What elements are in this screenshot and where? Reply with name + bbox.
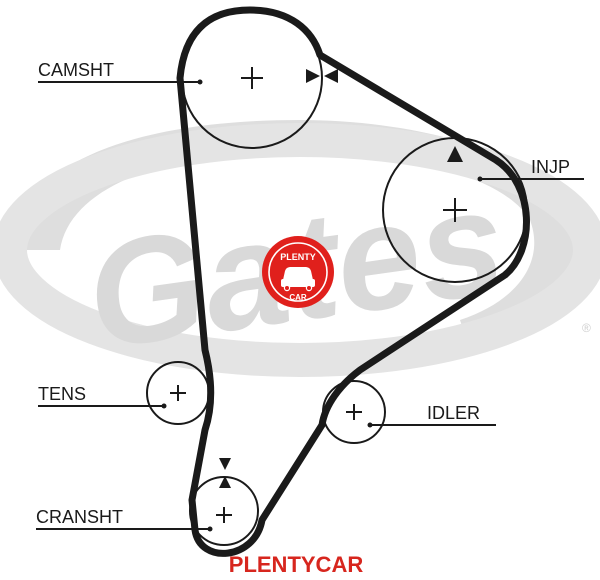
crank-timing-mark-top: [219, 458, 231, 470]
car-icon: [281, 267, 315, 292]
tensioner-label: TENS: [38, 384, 86, 404]
registered-mark: ®: [582, 321, 591, 335]
camshaft-timing-mark-right: [324, 69, 338, 83]
idler-label: IDLER: [427, 403, 480, 423]
badge-bottom-text: CAR: [289, 293, 307, 302]
injection-pump-pulley: [382, 137, 528, 283]
plentycar-badge: PLENTY CAR: [262, 236, 334, 308]
injection-pump-label: INJP: [531, 157, 570, 177]
brand-text: PLENTYCAR: [229, 552, 364, 577]
badge-top-text: PLENTY: [280, 252, 316, 262]
leader-lines: [36, 79, 584, 532]
gates-watermark-logo: Gates ®: [0, 120, 600, 381]
crankshaft-pulley: [189, 458, 259, 546]
crankshaft-label: CRANSHT: [36, 507, 123, 527]
idler-pulley: [322, 380, 386, 444]
tensioner-pulley: [146, 361, 210, 425]
crank-timing-mark-bottom: [219, 476, 231, 488]
camshaft-label: CAMSHT: [38, 60, 114, 80]
injp-timing-mark: [447, 146, 463, 162]
camshaft-pulley: [181, 7, 338, 149]
camshaft-timing-mark-left: [306, 69, 320, 83]
